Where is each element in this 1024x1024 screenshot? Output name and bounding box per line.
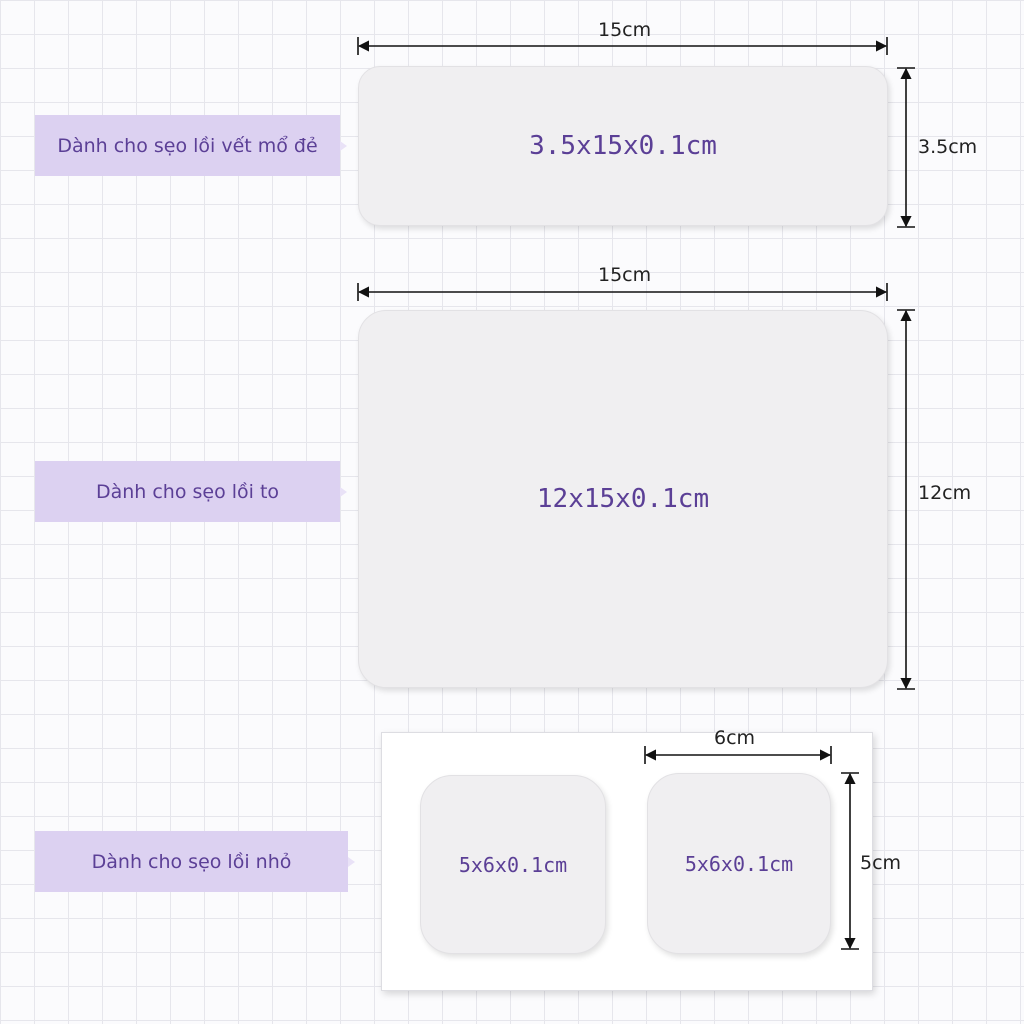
dim-small-width: 6cm	[714, 727, 756, 749]
dim-strip-width: 15cm	[598, 19, 652, 41]
dim-strip-height: 3.5cm	[918, 136, 978, 158]
dim-large-width: 15cm	[598, 264, 652, 286]
label-strip-c-section-scar: Dành cho sẹo lồi vết mổ đẻ	[35, 115, 347, 176]
silicone-pad-small-left: 5x6x0.1cm	[420, 775, 606, 954]
silicone-pad-small-right: 5x6x0.1cm	[647, 773, 831, 954]
label-large-keloid-scar: Dành cho sẹo lồi to	[35, 461, 347, 522]
dim-small-height: 5cm	[860, 852, 902, 874]
pad-strip-size: 3.5x15x0.1cm	[529, 131, 717, 161]
silicone-pad-large: 12x15x0.1cm	[358, 310, 888, 688]
dim-large-height: 12cm	[918, 482, 972, 504]
label-small-keloid-scar: Dành cho sẹo lồi nhỏ	[35, 831, 355, 892]
pad-small-right-size: 5x6x0.1cm	[684, 851, 794, 876]
pad-small-left-size: 5x6x0.1cm	[458, 852, 568, 877]
silicone-pad-strip: 3.5x15x0.1cm	[358, 66, 888, 226]
pad-large-size: 12x15x0.1cm	[536, 484, 710, 514]
